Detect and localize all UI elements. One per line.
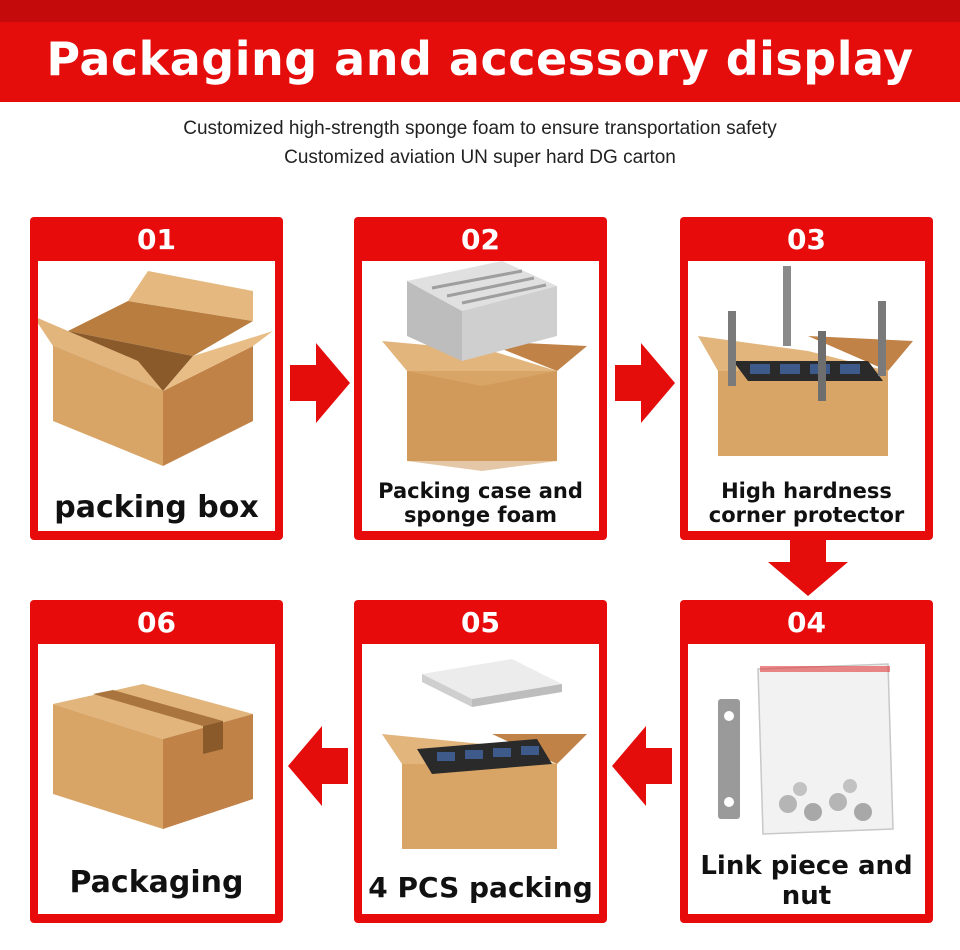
step-label-line-2: sponge foam [403,503,558,528]
step-number: 03 [787,223,826,256]
subtitle-line-1: Customized high-strength sponge foam to … [183,118,777,139]
step-card-05: 05 4 PCS packing [354,600,607,923]
subtitle-line-2: Customized aviation UN super hard DG car… [284,147,676,168]
step-label-line-2: corner protector [708,503,905,528]
step-number: 01 [137,223,176,256]
step-label: 4 PCS packing [368,871,593,904]
step-panel: 4 PCS packing [362,644,599,914]
box-and-foam-illustration [382,261,587,471]
step-card-04: 04 Link piece and nut [680,600,933,923]
step-panel: Packaging [38,644,275,914]
step-label: High hardness corner protector [688,479,925,527]
corner-protector-illustration [698,266,913,456]
step-number: 02 [461,223,500,256]
arrow-left-icon [612,726,672,806]
step-card-02: 02 Packing case and sponge foam [354,217,607,540]
title-band [0,22,960,102]
link-piece-and-nut-illustration [718,663,894,835]
step-label: Packaging [69,865,244,900]
step-card-03: 03 High hardness corner protector [680,217,933,540]
step-label: Packing case and sponge foam [362,479,599,527]
sealed-box-illustration [53,684,253,829]
step-number: 04 [787,606,826,639]
page-title: Packaging and accessory display [46,32,914,86]
step-label-line-2: nut [781,880,832,911]
step-panel: Link piece and nut [688,644,925,914]
arrow-down-icon [768,540,848,596]
open-box-illustration [38,271,273,466]
arrow-right-icon [615,343,675,423]
step-number: 06 [137,606,176,639]
step-label-line-1: High hardness [721,479,892,503]
step-panel: packing box [38,261,275,531]
arrow-right-icon [290,343,350,423]
step-number: 05 [461,606,500,639]
step-label-line-1: Link piece and [700,851,913,881]
top-bar [0,0,960,22]
step-panel: Packing case and sponge foam [362,261,599,531]
step-panel: High hardness corner protector [688,261,925,531]
arrow-left-icon [288,726,348,806]
step-label: Link piece and nut [688,851,925,912]
step-label-line-1: Packing case and [378,479,583,503]
step-label: packing box [54,490,259,525]
four-pcs-box-illustration [382,659,587,849]
step-card-06: 06 Packaging [30,600,283,923]
step-card-01: 01 packing box [30,217,283,540]
